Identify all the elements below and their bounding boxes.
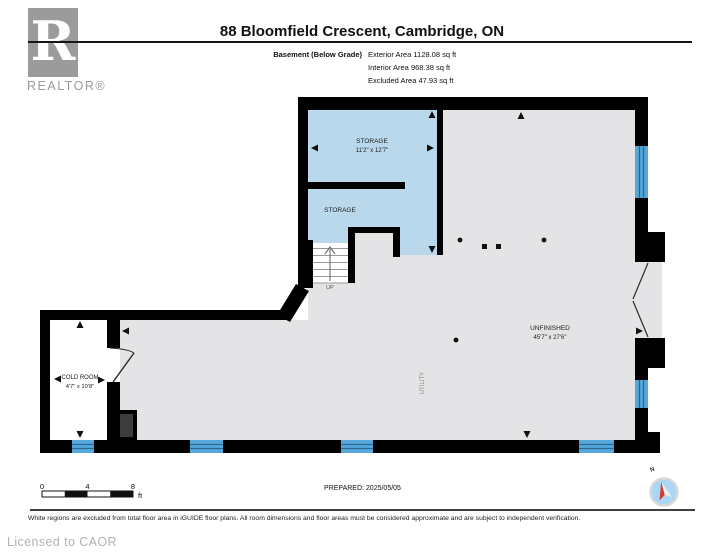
double-door xyxy=(632,262,649,338)
support-posts xyxy=(453,237,547,343)
realtor-r-icon: R xyxy=(30,8,76,73)
compass-needle-icon xyxy=(659,481,665,501)
windows xyxy=(72,146,648,453)
compass-north-label: N xyxy=(650,467,656,474)
stairs-up-arrow xyxy=(324,246,336,281)
storage-floors xyxy=(308,110,437,255)
interior-area: Interior Area 968.38 sq ft xyxy=(368,63,451,72)
storage-lower-label: STORAGE xyxy=(324,207,356,214)
disclaimer-text: White regions are excluded from total fl… xyxy=(28,515,581,522)
unfinished-label: UNFINISHED xyxy=(530,325,570,332)
prepared-date: PREPARED: 2025/05/05 xyxy=(324,485,401,492)
cold-room-door xyxy=(109,347,135,383)
utility-label: UTILITY xyxy=(420,372,426,394)
stairs-up-label: UP xyxy=(326,285,334,291)
realtor-brand-label: REALTOR® xyxy=(27,79,107,93)
dimension-arrows xyxy=(54,111,643,438)
cold-room-dims: 4'7" x 10'8" xyxy=(66,384,95,390)
storage-upper-label: STORAGE xyxy=(356,138,388,145)
floor-gray xyxy=(120,110,662,440)
area-summary: Exterior Area 1128.08 sq ft Interior Are… xyxy=(368,48,456,87)
floor-label: Basement (Below Grade) xyxy=(273,50,362,59)
window-panes xyxy=(72,146,645,450)
excluded-area: Excluded Area 47.93 sq ft xyxy=(368,76,454,85)
cold-room-label: COLD ROOM xyxy=(61,375,98,381)
scale-tick-4: 4 xyxy=(85,482,89,491)
footer-divider xyxy=(30,509,695,511)
license-text: Licensed to CAOR xyxy=(7,535,117,549)
scale-bar: 0 4 8 ft xyxy=(40,482,143,500)
scale-tick-0: 0 xyxy=(40,482,44,491)
title-divider xyxy=(28,41,692,43)
scale-tick-8: 8 xyxy=(131,482,135,491)
page-title: 88 Bloomfield Crescent, Cambridge, ON xyxy=(219,23,505,40)
exterior-area: Exterior Area 1128.08 sq ft xyxy=(368,50,457,59)
compass: N xyxy=(649,467,679,507)
scale-unit-label: ft xyxy=(138,491,143,500)
unfinished-dims: 45'7" x 27'6" xyxy=(534,335,567,341)
storage-upper-dims: 11'2" x 12'7" xyxy=(356,148,388,154)
wall-niche xyxy=(120,414,133,437)
